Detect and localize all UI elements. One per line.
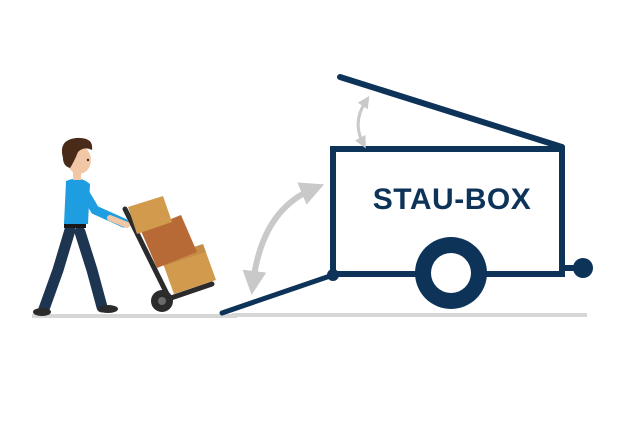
- box-middle: [141, 215, 197, 268]
- ground-shadow-right: [232, 313, 587, 317]
- stacked-boxes: [128, 196, 216, 294]
- trailer-lid: [337, 74, 565, 150]
- hitch-ball: [573, 258, 593, 278]
- box-top: [128, 196, 172, 234]
- hand-truck: [122, 206, 215, 312]
- trailer-ramp: [219, 272, 336, 316]
- ground-shadow-left: [32, 314, 237, 318]
- trailer-label: STAU-BOX: [373, 183, 531, 216]
- ramp-arrow-icon: [242, 182, 325, 295]
- ramp-hinge: [327, 269, 339, 281]
- lid-arrow-icon: [354, 96, 370, 149]
- hair: [61, 137, 93, 168]
- trailer-wheel-rim: [431, 253, 471, 293]
- shoe-front: [98, 305, 118, 313]
- person: [33, 137, 130, 316]
- shoe-back: [33, 308, 51, 316]
